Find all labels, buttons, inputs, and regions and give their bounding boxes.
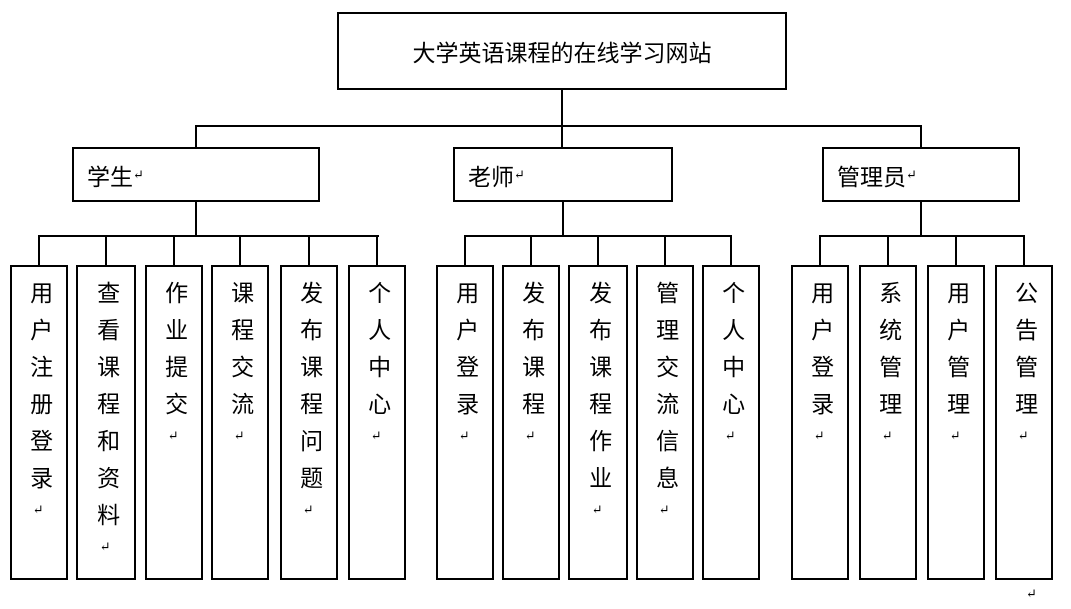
leaf-node-teacher-personal-center: 个人中心↵ bbox=[702, 265, 760, 580]
leaf-node-admin-login: 用户登录↵ bbox=[791, 265, 849, 580]
root-node-label: 大学英语课程的在线学习网站 bbox=[412, 41, 712, 66]
paragraph-mark: ↵ bbox=[457, 429, 473, 444]
connector-line bbox=[195, 125, 922, 127]
connector-line bbox=[38, 235, 40, 265]
leaf-node-student-post-questions: 发布课程问题↵ bbox=[280, 265, 338, 580]
leaf-node-teacher-publish-homework: 发布课程作业↵ bbox=[568, 265, 628, 580]
leaf-label: 用户登录 bbox=[807, 281, 833, 429]
leaf-label: 个人中心 bbox=[364, 281, 390, 429]
branch-node-teacher: 老师 ↵ bbox=[453, 147, 673, 202]
leaf-node-student-view-courses: 查看课程和资料↵ bbox=[76, 265, 136, 580]
leaf-label: 课程交流 bbox=[227, 281, 253, 429]
connector-line bbox=[173, 235, 175, 265]
leaf-node-admin-announcement-management: 公告管理↵ bbox=[995, 265, 1053, 580]
root-node: 大学英语课程的在线学习网站 bbox=[337, 12, 787, 90]
paragraph-mark: ↵ bbox=[31, 503, 47, 518]
connector-line bbox=[308, 235, 310, 265]
leaf-label: 公告管理 bbox=[1011, 281, 1037, 429]
connector-line bbox=[730, 235, 732, 265]
leaf-node-teacher-publish-courses: 发布课程↵ bbox=[502, 265, 560, 580]
paragraph-mark: ↵ bbox=[880, 429, 896, 444]
connector-line bbox=[819, 235, 821, 265]
connector-line bbox=[664, 235, 666, 265]
connector-line bbox=[195, 125, 197, 147]
connector-line bbox=[920, 202, 922, 235]
paragraph-mark: ↵ bbox=[133, 166, 144, 182]
branch-node-label: 学生 bbox=[87, 164, 133, 190]
leaf-node-student-homework-submit: 作业提交↵ bbox=[145, 265, 203, 580]
connector-line bbox=[105, 235, 107, 265]
leaf-label: 用户注册登录 bbox=[26, 281, 52, 503]
leaf-label: 个人中心 bbox=[718, 281, 744, 429]
paragraph-mark: ↵ bbox=[514, 166, 525, 182]
leaf-node-teacher-manage-messages: 管理交流信息↵ bbox=[636, 265, 694, 580]
paragraph-mark: ↵ bbox=[723, 429, 739, 444]
leaf-label: 查看课程和资料 bbox=[93, 281, 119, 540]
paragraph-mark: ↵ bbox=[948, 429, 964, 444]
leaf-node-admin-user-management: 用户管理↵ bbox=[927, 265, 985, 580]
paragraph-mark: ↵ bbox=[523, 429, 539, 444]
paragraph-mark: ↵ bbox=[906, 166, 917, 182]
leaf-node-admin-system-management: 系统管理↵ bbox=[859, 265, 917, 580]
branch-node-label: 老师 bbox=[468, 164, 514, 190]
branch-node-label: 管理员 bbox=[837, 164, 906, 190]
connector-line bbox=[464, 235, 466, 265]
leaf-label: 发布课程作业 bbox=[585, 281, 611, 503]
paragraph-mark: ↵ bbox=[301, 503, 317, 518]
paragraph-mark: ↵ bbox=[657, 503, 673, 518]
branch-node-student: 学生 ↵ bbox=[72, 147, 320, 202]
connector-line bbox=[239, 235, 241, 265]
leaf-label: 管理交流信息 bbox=[652, 281, 678, 503]
paragraph-mark: ↵ bbox=[166, 429, 182, 444]
leaf-label: 发布课程问题 bbox=[296, 281, 322, 503]
connector-line bbox=[1023, 235, 1025, 265]
connector-line bbox=[562, 202, 564, 235]
connector-line bbox=[530, 235, 532, 265]
connector-line bbox=[887, 235, 889, 265]
leaf-label: 发布课程 bbox=[518, 281, 544, 429]
paragraph-mark: ↵ bbox=[98, 540, 114, 555]
connector-line bbox=[376, 235, 378, 265]
connector-line bbox=[955, 235, 957, 265]
connector-line bbox=[597, 235, 599, 265]
paragraph-mark: ↵ bbox=[1026, 586, 1037, 601]
leaf-label: 用户登录 bbox=[452, 281, 478, 429]
leaf-label: 作业提交 bbox=[161, 281, 187, 429]
paragraph-mark: ↵ bbox=[369, 429, 385, 444]
leaf-node-student-personal-center: 个人中心↵ bbox=[348, 265, 406, 580]
leaf-label: 系统管理 bbox=[875, 281, 901, 429]
leaf-label: 用户管理 bbox=[943, 281, 969, 429]
leaf-node-student-course-discussion: 课程交流↵ bbox=[211, 265, 269, 580]
connector-line bbox=[38, 235, 379, 237]
leaf-node-teacher-login: 用户登录↵ bbox=[436, 265, 494, 580]
branch-node-admin: 管理员 ↵ bbox=[822, 147, 1020, 202]
connector-line bbox=[920, 125, 922, 147]
paragraph-mark: ↵ bbox=[590, 503, 606, 518]
leaf-node-student-register-login: 用户注册登录↵ bbox=[10, 265, 68, 580]
paragraph-mark: ↵ bbox=[812, 429, 828, 444]
connector-line bbox=[819, 235, 1025, 237]
paragraph-mark: ↵ bbox=[1016, 429, 1032, 444]
connector-line bbox=[561, 90, 563, 147]
connector-line bbox=[195, 202, 197, 235]
paragraph-mark: ↵ bbox=[232, 429, 248, 444]
